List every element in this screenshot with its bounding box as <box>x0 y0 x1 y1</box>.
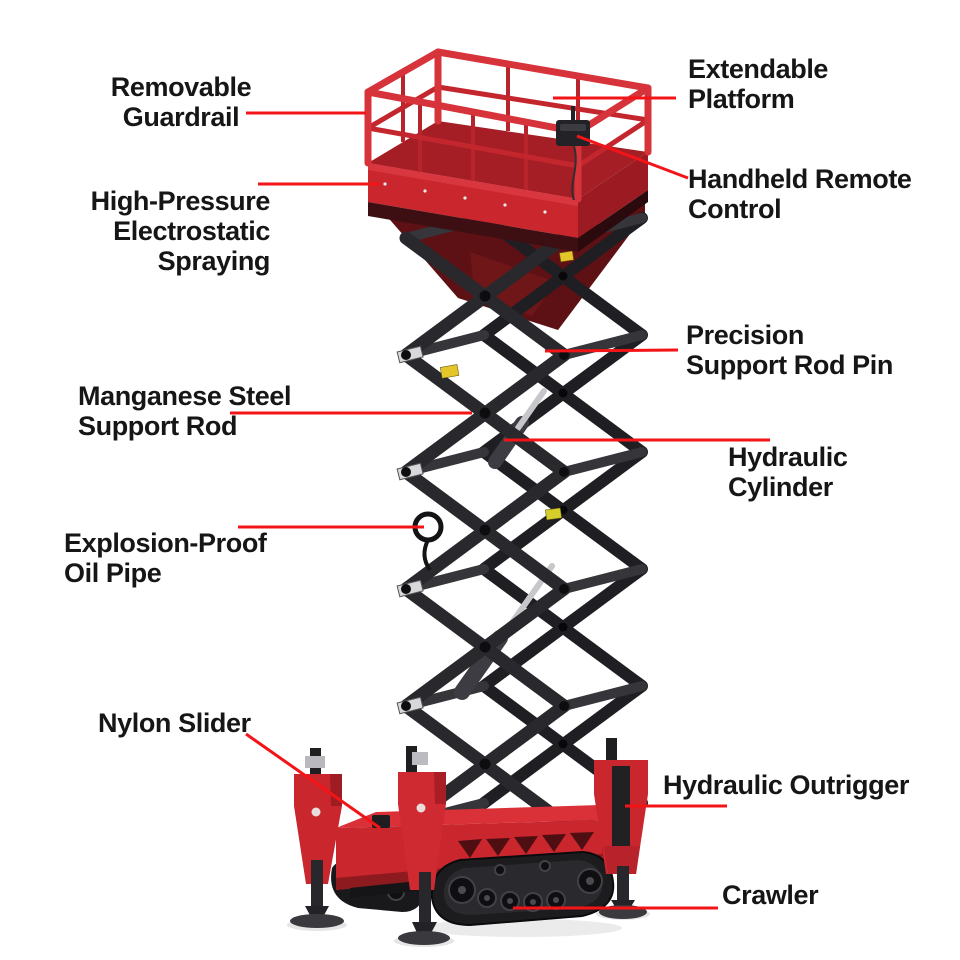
label-hydraulic-cylinder: Hydraulic Cylinder <box>728 442 848 502</box>
scissor-mechanism <box>396 212 648 830</box>
label-removable-guardrail-line2: Guardrail <box>122 102 240 132</box>
label-manganese-rod-line2: Support Rod <box>78 411 238 441</box>
fascia-rivets <box>383 182 547 214</box>
label-extendable-platform-line2: Platform <box>688 84 795 114</box>
label-support-rod-pin: Precision Support Rod Pin <box>686 320 893 380</box>
label-oil-pipe-line1: Explosion-Proof <box>64 528 267 558</box>
label-hydraulic-cylinder-line2: Cylinder <box>728 472 833 502</box>
label-crawler: Crawler <box>722 880 819 910</box>
leader-nylon-slider <box>245 732 381 830</box>
leader-support-rod-pin <box>544 348 679 353</box>
crawler-track-front <box>430 850 615 927</box>
outrigger-left <box>290 748 344 928</box>
label-support-rod-pin-line1: Precision <box>686 320 804 350</box>
warning-sticker <box>439 364 460 379</box>
leader-lines <box>230 96 770 910</box>
warning-sticker <box>545 507 562 521</box>
remote-control-box <box>556 106 590 201</box>
label-electrostatic-spraying-line1: High-Pressure <box>90 186 271 216</box>
label-nylon-slider: Nylon Slider <box>98 708 251 738</box>
label-handheld-remote-control: Handheld Remote Control <box>688 164 912 224</box>
label-hydraulic-outrigger: Hydraulic Outrigger <box>663 770 909 800</box>
warning-sticker <box>559 250 575 263</box>
leader-handheld-remote <box>576 134 689 180</box>
label-hydraulic-outrigger-line1: Hydraulic Outrigger <box>663 770 909 800</box>
platform-basket <box>364 48 652 252</box>
platform-fascia-front <box>368 163 578 238</box>
label-support-rod-pin-line2: Support Rod Pin <box>686 350 893 380</box>
label-oil-pipe-line2: Oil Pipe <box>64 558 162 588</box>
label-oil-pipe: Explosion-Proof Oil Pipe <box>64 528 267 588</box>
outrigger-right <box>594 738 648 919</box>
label-electrostatic-spraying-line3: Spraying <box>157 246 271 276</box>
outrigger-foot-pad <box>398 931 450 945</box>
label-hydraulic-cylinder-line1: Hydraulic <box>728 442 848 472</box>
label-electrostatic-spraying: High-Pressure Electrostatic Spraying <box>40 186 271 276</box>
label-electrostatic-spraying-line2: Electrostatic <box>113 216 270 246</box>
label-nylon-slider-line1: Nylon Slider <box>98 708 251 738</box>
label-manganese-rod: Manganese Steel Support Rod <box>78 381 291 441</box>
label-handheld-remote-line2: Control <box>688 194 782 224</box>
label-removable-guardrail: Removable Guardrail <box>80 72 282 132</box>
guardrail <box>364 48 652 203</box>
label-handheld-remote-line1: Handheld Remote <box>688 164 912 194</box>
outrigger-foot-pad <box>290 914 344 928</box>
label-removable-guardrail-line1: Removable <box>110 72 252 102</box>
label-extendable-platform-line1: Extendable <box>688 54 829 84</box>
remote-cable <box>571 145 577 201</box>
label-crawler-line1: Crawler <box>722 880 819 910</box>
outrigger-middle <box>398 746 450 945</box>
label-manganese-rod-line1: Manganese Steel <box>78 381 292 411</box>
label-extendable-platform: Extendable Platform <box>688 54 828 114</box>
platform-fascia-right <box>578 152 648 238</box>
chassis-truss-cutouts <box>458 832 594 858</box>
